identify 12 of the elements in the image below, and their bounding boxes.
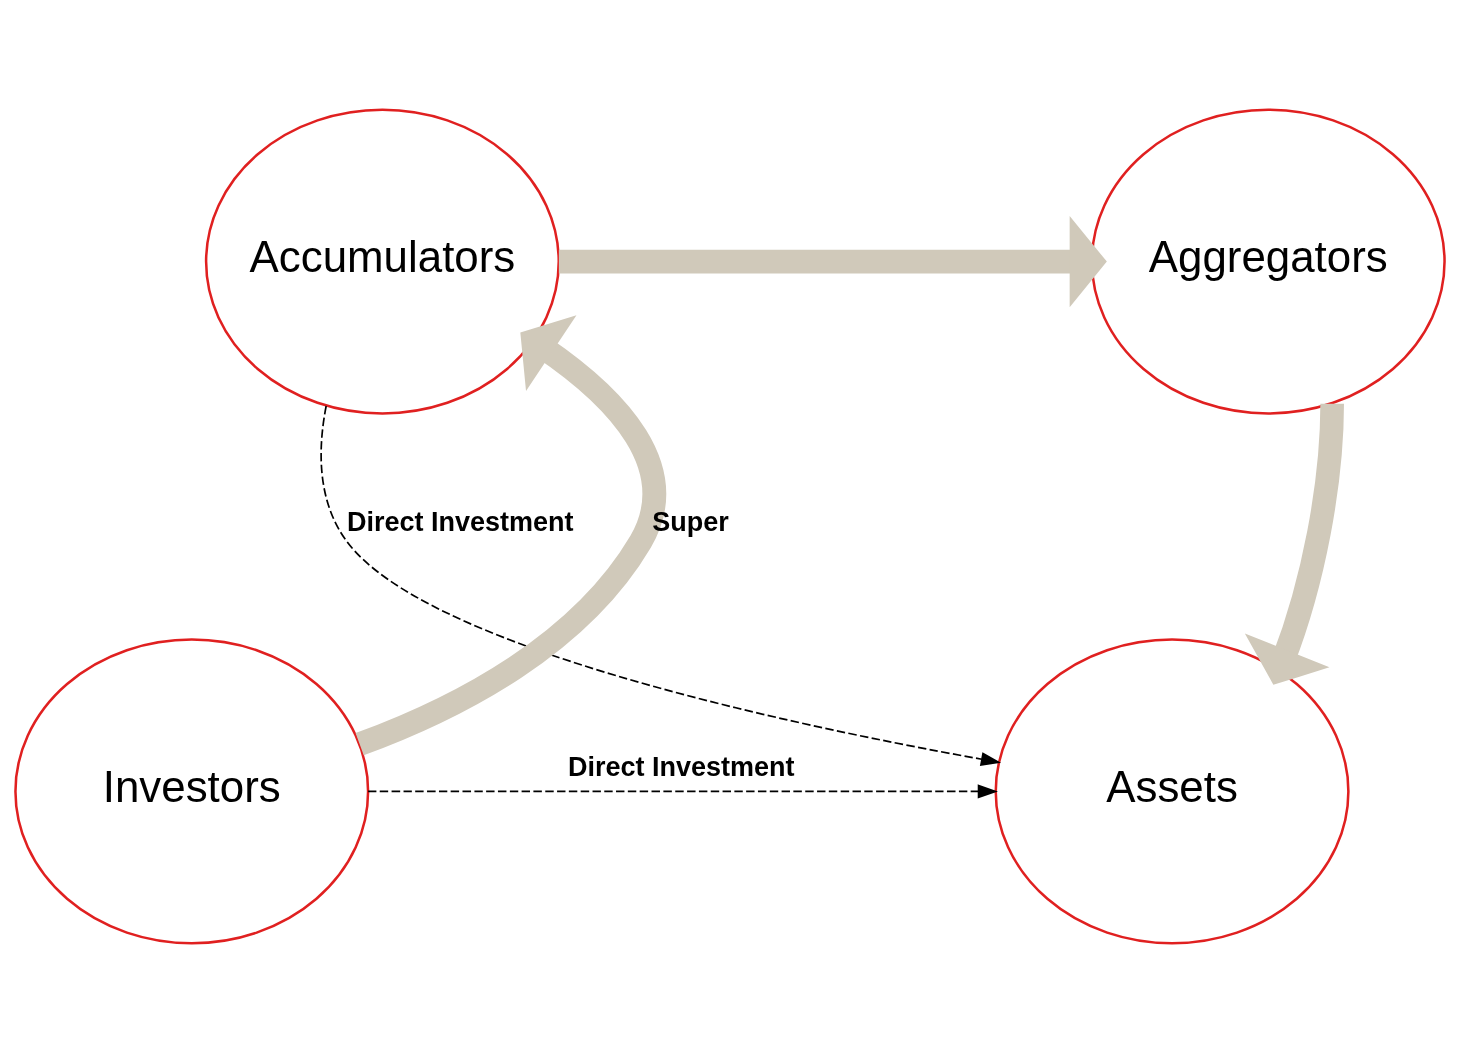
node-ellipse: Investors [14,638,370,945]
arrow [558,216,1107,308]
edge-label: Direct Investment [346,507,574,538]
node-ellipse: Aggregators [1090,108,1446,415]
arrow [355,315,666,756]
edge-label: Super [652,507,729,538]
arrow [367,784,998,799]
edge-label: Direct Investment [568,751,795,782]
arrow [1244,403,1344,685]
node-ellipse: Assets [994,638,1350,945]
arrow [320,405,1002,767]
node-ellipse: Accumulators [204,108,560,415]
